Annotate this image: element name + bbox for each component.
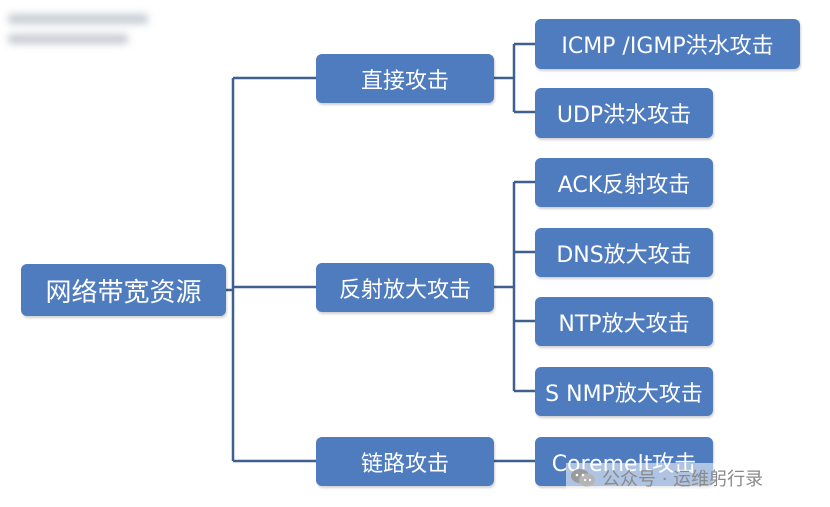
leaf-ntp-amplification: NTP放大攻击 <box>535 297 713 346</box>
branch-direct-attack: 直接攻击 <box>316 54 494 103</box>
root-node: 网络带宽资源 <box>21 264 226 316</box>
blurred-header-text <box>8 14 158 64</box>
leaf-icmp-igmp-flood: ICMP /IGMP洪水攻击 <box>535 19 800 69</box>
branch-link-attack: 链路攻击 <box>316 437 494 486</box>
wechat-icon <box>570 468 596 488</box>
branch-reflection-amplification: 反射放大攻击 <box>316 263 494 312</box>
leaf-udp-flood: UDP洪水攻击 <box>535 88 713 138</box>
leaf-dns-amplification: DNS放大攻击 <box>535 228 713 277</box>
leaf-snmp-amplification: S NMP放大攻击 <box>535 367 713 416</box>
watermark-text: 公众号 · 运维躬行录 <box>602 469 764 490</box>
watermark: 公众号 · 运维躬行录 <box>566 463 768 493</box>
leaf-ack-reflection: ACK反射攻击 <box>535 158 713 207</box>
